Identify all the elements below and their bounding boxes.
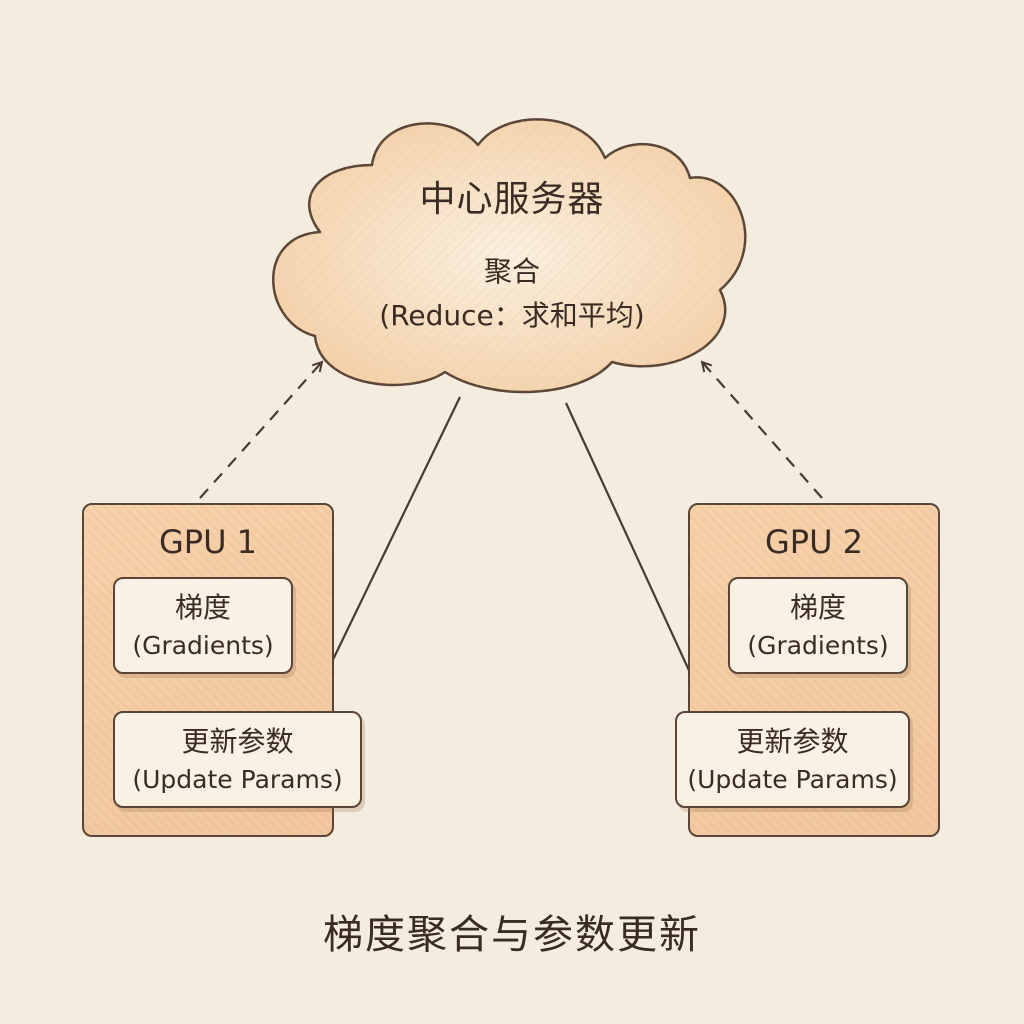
gpu2-gradients-en: (Gradients)	[747, 630, 889, 660]
diagram-title: 梯度聚合与参数更新	[323, 912, 701, 958]
gpu1-update-box: 更新参数 (Update Params)	[113, 711, 362, 808]
server-to-gpu1-arrow	[312, 396, 461, 703]
gpu2-update-box: 更新参数 (Update Params)	[675, 711, 910, 808]
gpu1-label: GPU 1	[158, 523, 258, 561]
server-title: 中心服务器	[419, 179, 605, 220]
gpu1-upload-arrow	[199, 362, 322, 499]
gpu1-gradients-box: 梯度 (Gradients)	[113, 577, 293, 674]
gpu2-update-en: (Update Params)	[687, 764, 898, 794]
gpu1-update-zh: 更新参数	[181, 724, 294, 758]
gpu2-label: GPU 2	[764, 523, 864, 561]
server-to-gpu2-arrow	[565, 402, 704, 703]
gpu1-gradients-zh: 梯度	[174, 590, 231, 624]
gpu2-gradients-box: 梯度 (Gradients)	[728, 577, 908, 674]
reduce-label: (Reduce：求和平均)	[379, 299, 645, 332]
gpu2-upload-arrow	[702, 362, 823, 499]
gpu2-update-zh: 更新参数	[736, 724, 849, 758]
gpu2-gradients-zh: 梯度	[789, 590, 846, 624]
central-server-cloud	[272, 118, 747, 394]
gpu1-gradients-en: (Gradients)	[132, 630, 274, 660]
aggregate-label: 聚合	[483, 255, 540, 288]
gpu1-update-en: (Update Params)	[132, 764, 343, 794]
